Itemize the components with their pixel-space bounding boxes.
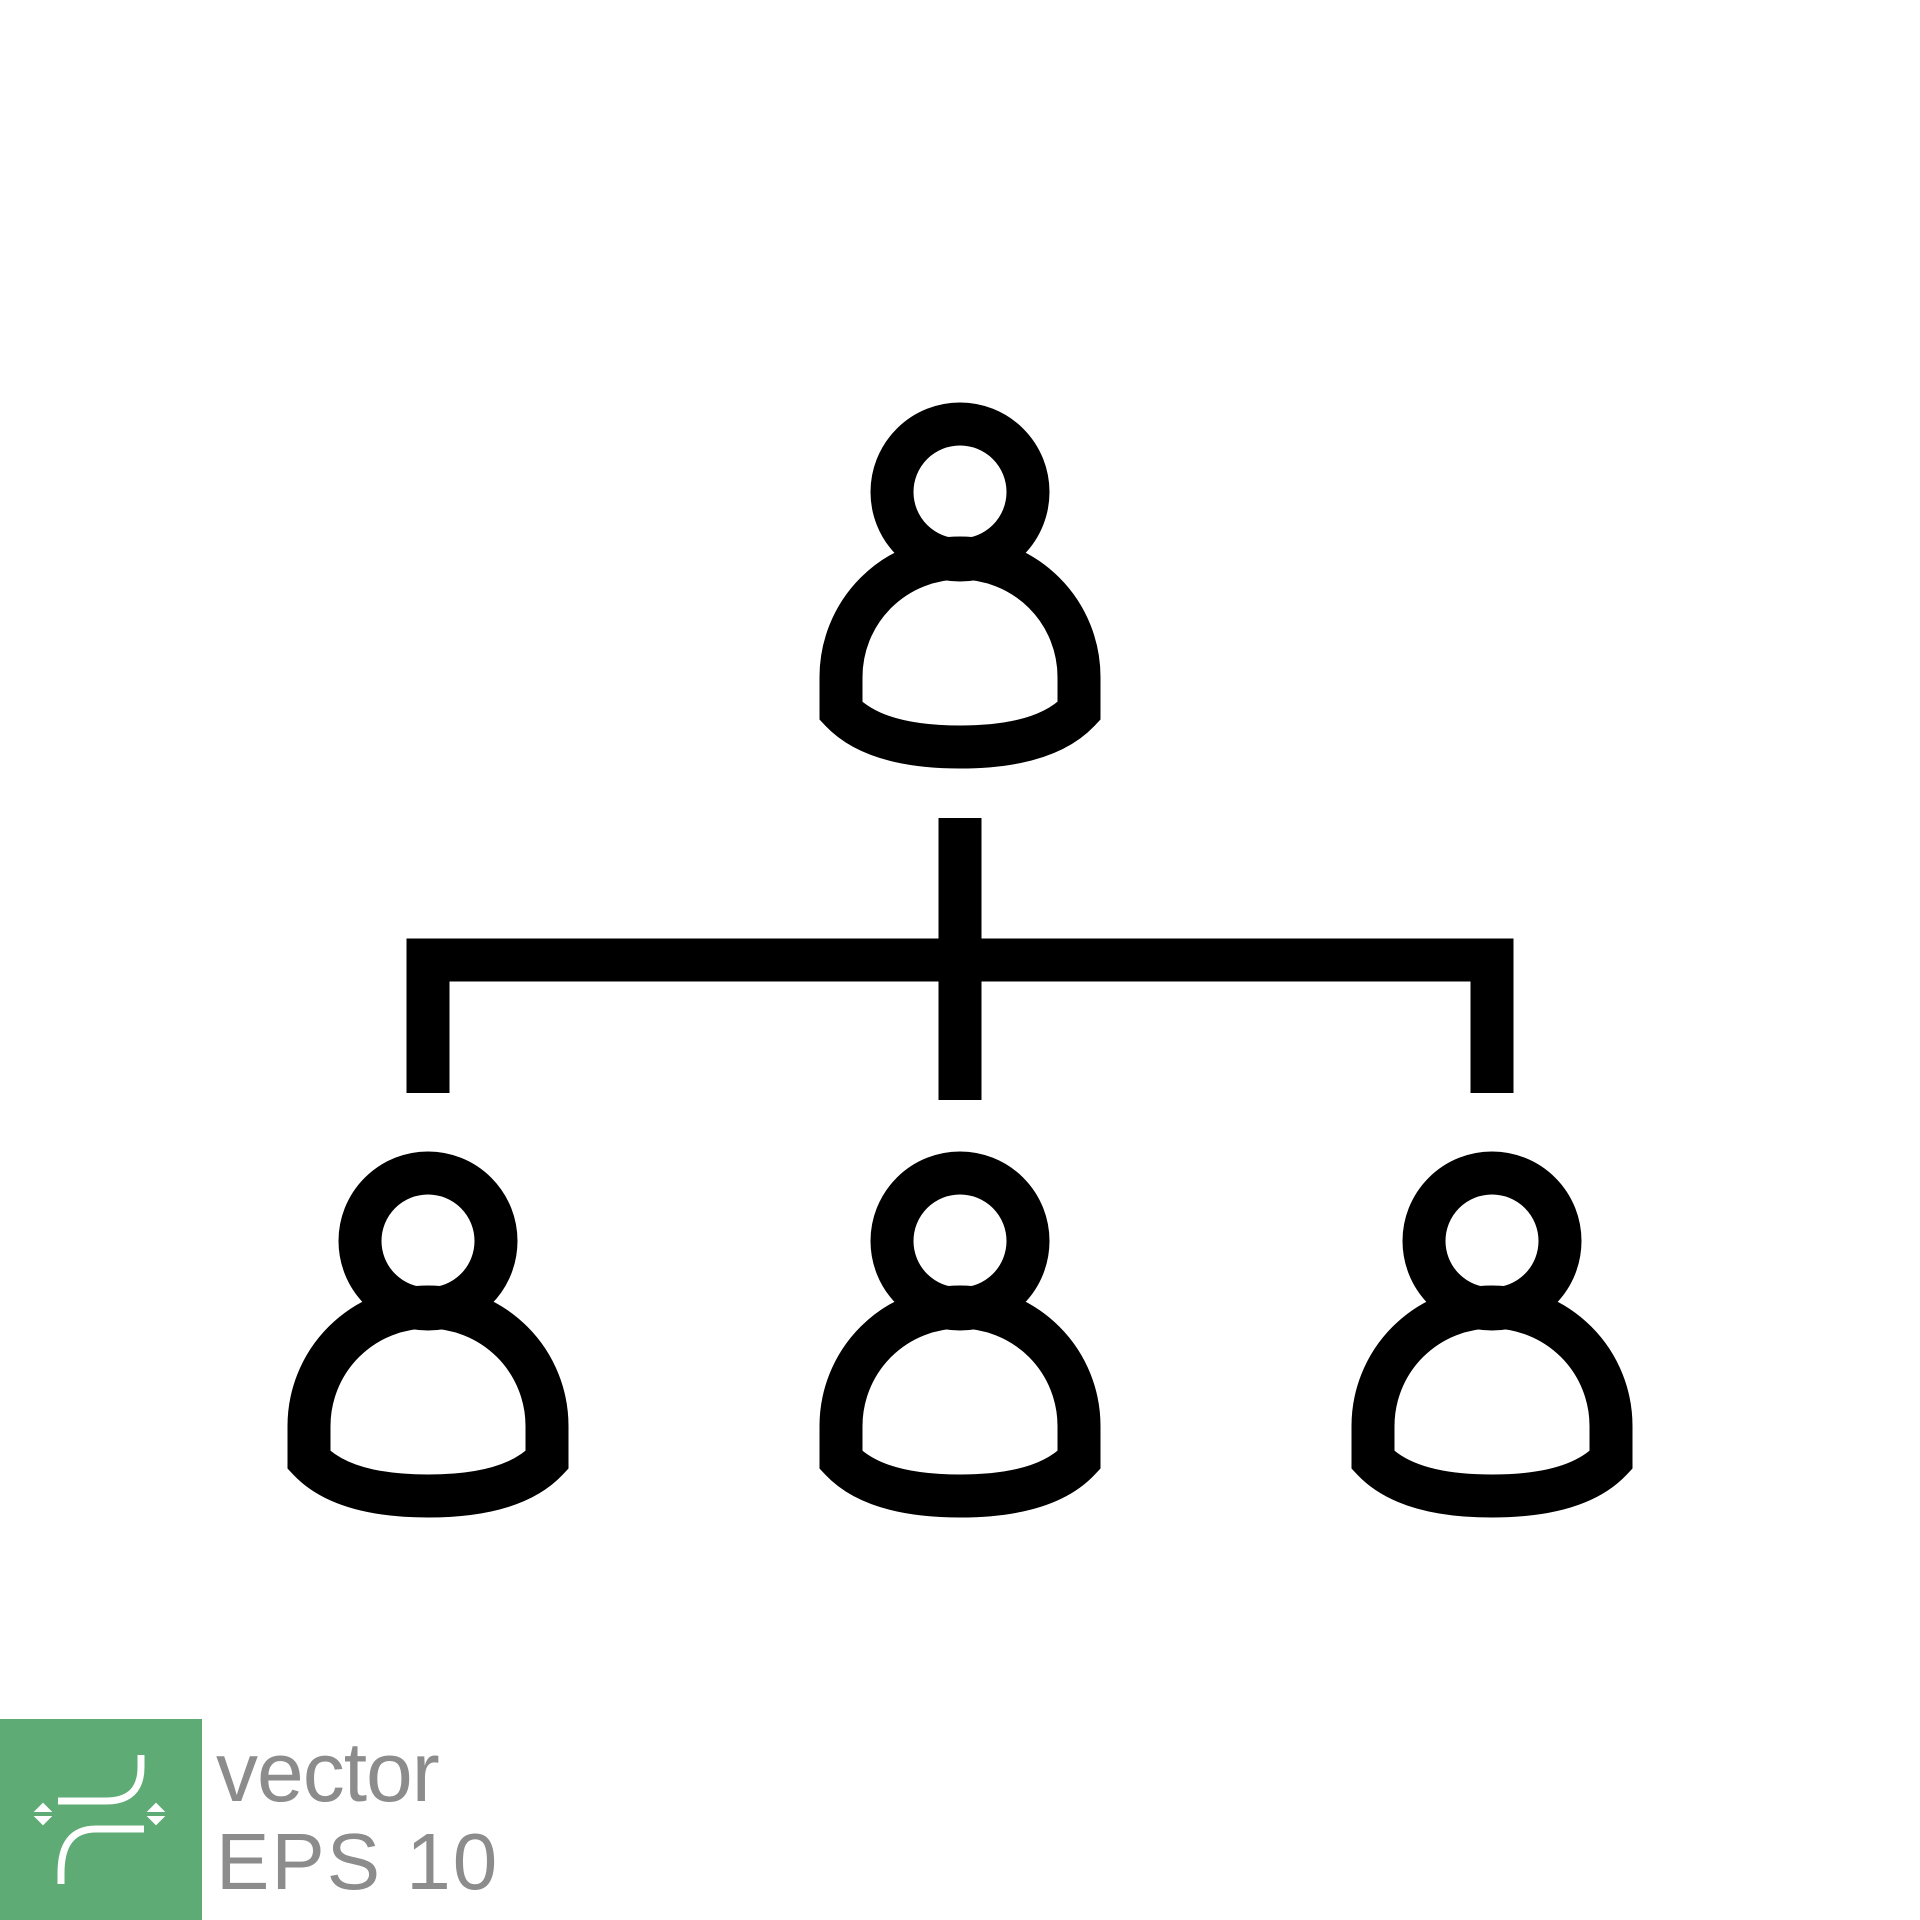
format-caption: vector EPS 10 [216,1730,499,1902]
org-chart-icon [287,402,1633,1518]
top-person-icon [819,402,1101,769]
caption-format-label: EPS 10 [216,1817,500,1906]
badge-background [0,1719,202,1920]
bottom-center-person-body [819,1285,1101,1518]
badge-left-gap [26,1812,60,1816]
badge-glyph-icon [57,1755,145,1884]
bottom-center-person-icon [819,1151,1101,1518]
bottom-left-person-icon [287,1151,569,1518]
badge-right-gap [139,1812,173,1816]
top-person-body [819,536,1101,769]
bottom-right-person-icon [1351,1151,1633,1518]
vector-badge-logo [0,1719,202,1920]
badge-lower-curve [57,1825,144,1884]
bottom-left-person-body [287,1285,569,1518]
connector-bar [406,938,1514,1093]
badge-diamond-gaps [26,1812,173,1816]
bottom-right-person-body [1351,1285,1633,1518]
caption-vector-label: vector [216,1725,440,1819]
hierarchy-connector [406,818,1514,1100]
badge-upper-curve [58,1755,145,1805]
